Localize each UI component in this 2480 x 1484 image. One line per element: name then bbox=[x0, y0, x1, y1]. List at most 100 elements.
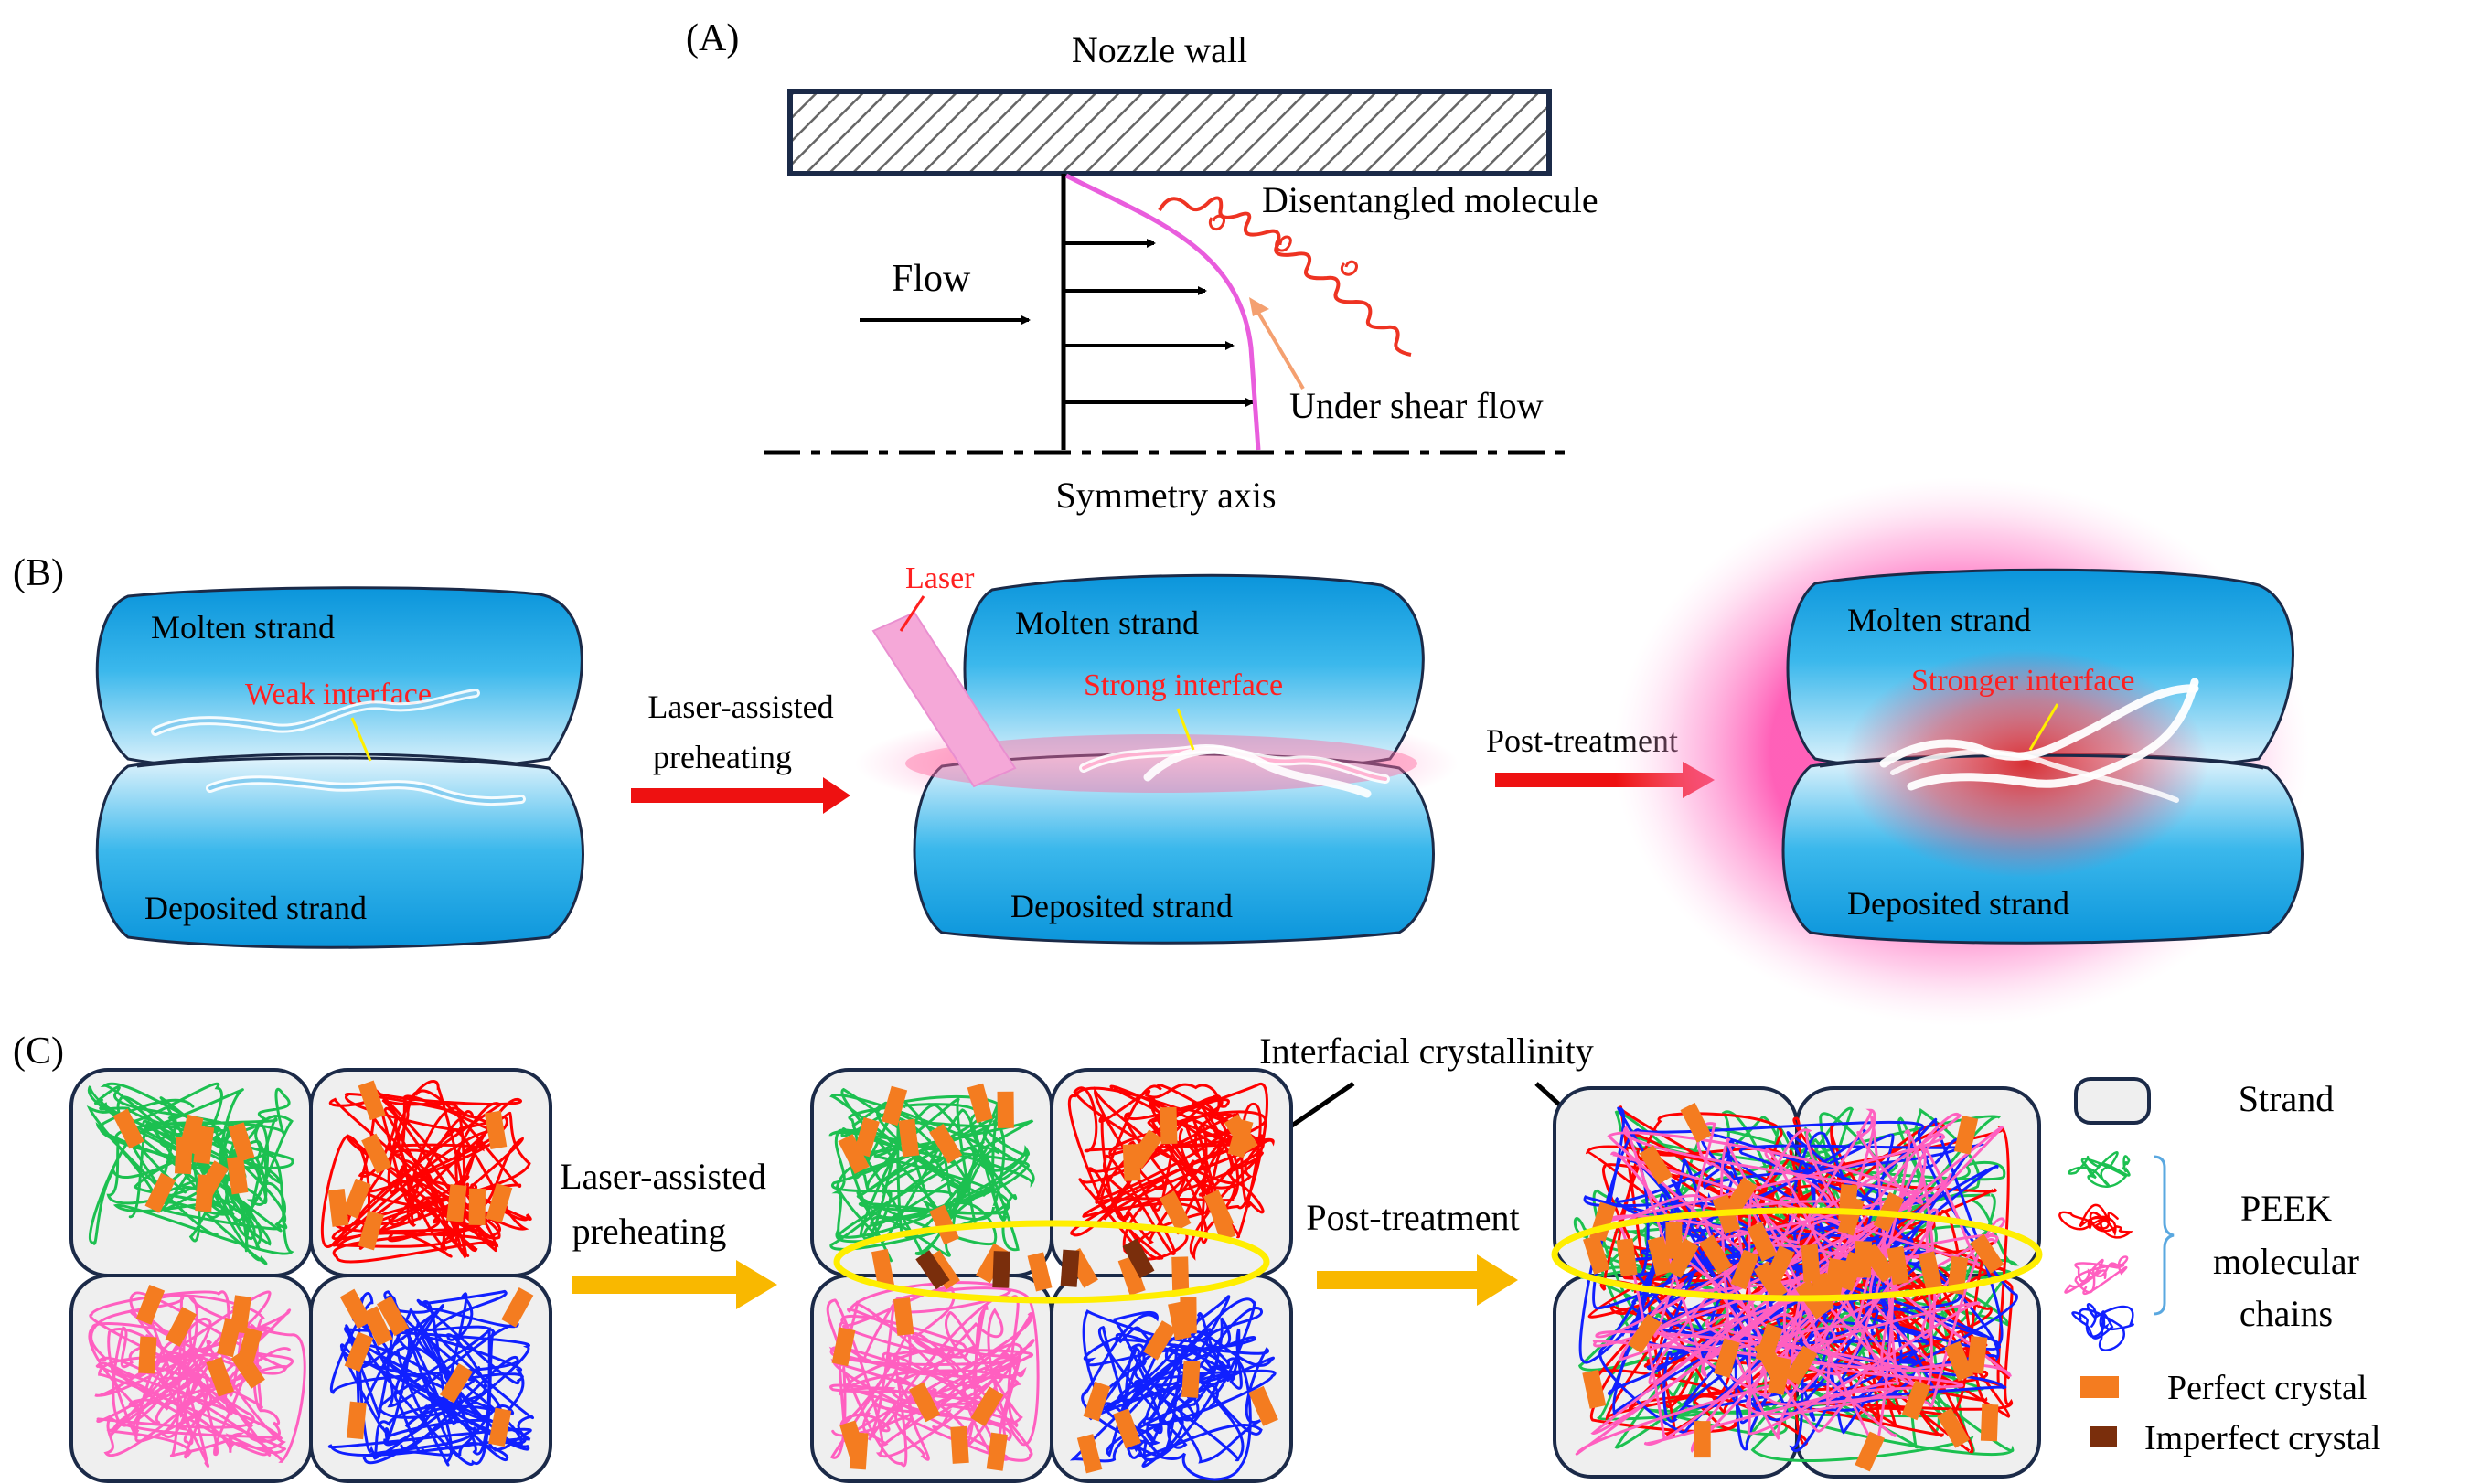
interface-gap-line bbox=[136, 756, 550, 770]
perfect-crystal bbox=[1918, 1251, 1942, 1291]
shear-pointer-head bbox=[1249, 297, 1269, 316]
legend-chain-swatches bbox=[2058, 1151, 2134, 1351]
perfect-crystal bbox=[1143, 1320, 1177, 1361]
perfect-crystal bbox=[1966, 1335, 1988, 1374]
perfect-crystal bbox=[1583, 1234, 1610, 1275]
molten-strand-label: Molten strand bbox=[151, 609, 335, 646]
imperfect-crystal bbox=[992, 1251, 1010, 1288]
perfect-crystal bbox=[327, 1188, 349, 1227]
legend-peek-line3: chains bbox=[2239, 1293, 2333, 1334]
perfect-crystal bbox=[831, 1327, 856, 1367]
interface-gap-line bbox=[1819, 753, 2264, 770]
strand-pair-laser: Laser Molten strand Deposited strand Str… bbox=[855, 561, 1459, 945]
perfect-crystal bbox=[347, 1401, 367, 1440]
perfect-crystal bbox=[1027, 1252, 1053, 1292]
perfect-crystal bbox=[1680, 1102, 1712, 1143]
perfect-crystal bbox=[358, 1080, 386, 1121]
symmetry-axis-label: Symmetry axis bbox=[1055, 475, 1276, 516]
perfect-crystal bbox=[501, 1287, 534, 1328]
perfect-crystal bbox=[1203, 1190, 1235, 1231]
perfect-crystal bbox=[1887, 1245, 1909, 1286]
legend-imperfect-crystal-swatch bbox=[2090, 1426, 2117, 1447]
c-step1-label-line2: preheating bbox=[572, 1211, 727, 1252]
perfect-crystal bbox=[206, 1356, 234, 1397]
interface-chain bbox=[1907, 678, 2199, 791]
legend-imperfect-crystal-label: Imperfect crystal bbox=[2144, 1419, 2380, 1457]
crystal-stage-initial bbox=[69, 1068, 552, 1483]
perfect-crystal bbox=[1901, 1380, 1931, 1421]
shear-pointer-arrow bbox=[1253, 304, 1305, 390]
interface-chain bbox=[208, 778, 523, 804]
interfacial-region-ellipse bbox=[1551, 1207, 2043, 1302]
legend: Strand PEEK molecular chains Perfect cry… bbox=[2058, 1077, 2380, 1457]
perfect-crystal bbox=[178, 1114, 204, 1154]
perfect-crystal bbox=[344, 1331, 374, 1372]
perfect-crystal bbox=[1970, 1233, 2004, 1274]
panel-c-label: (C) bbox=[13, 1030, 64, 1073]
perfect-crystal bbox=[950, 1425, 969, 1464]
nozzle-wall bbox=[787, 89, 1552, 176]
imperfect-crystal bbox=[1060, 1249, 1080, 1287]
perfect-crystal bbox=[195, 1174, 215, 1212]
legend-strand-label: Strand bbox=[2239, 1078, 2334, 1119]
perfect-crystal bbox=[929, 1204, 960, 1245]
perfect-crystal bbox=[1854, 1241, 1873, 1278]
perfect-crystal bbox=[138, 1336, 157, 1374]
perfect-crystal bbox=[112, 1108, 144, 1149]
peek-chain bbox=[2068, 1151, 2131, 1188]
c-step2-arrow bbox=[1317, 1254, 1518, 1306]
perfect-crystal bbox=[1823, 1257, 1846, 1297]
perfect-crystal bbox=[488, 1407, 512, 1447]
peek-chain bbox=[828, 1093, 1035, 1257]
perfect-crystal bbox=[893, 1297, 914, 1336]
deposited-strand-label: Deposited strand bbox=[1010, 888, 1233, 924]
perfect-crystal bbox=[1171, 1256, 1190, 1294]
step1-label-line1: Laser-assisted bbox=[647, 689, 833, 725]
perfect-crystal bbox=[986, 1432, 1008, 1471]
perfect-crystal bbox=[446, 1184, 467, 1222]
perfect-crystal bbox=[1855, 1431, 1886, 1472]
perfect-crystal bbox=[1159, 1190, 1192, 1232]
panel-b-label: (B) bbox=[13, 552, 64, 594]
perfect-crystal bbox=[1083, 1381, 1111, 1422]
perfect-crystal bbox=[1723, 1177, 1758, 1217]
perfect-crystal bbox=[929, 1124, 963, 1164]
perfect-crystal bbox=[838, 1134, 870, 1174]
molten-strand-label: Molten strand bbox=[1015, 604, 1199, 641]
perfect-crystal bbox=[1837, 1196, 1865, 1236]
perfect-crystal bbox=[898, 1118, 920, 1158]
perfect-crystal bbox=[1747, 1222, 1778, 1262]
perfect-crystal bbox=[1616, 1238, 1638, 1277]
panel-a-label: (A) bbox=[686, 17, 739, 59]
perfect-crystal bbox=[377, 1296, 410, 1337]
disentangled-molecule-curl bbox=[1209, 214, 1358, 276]
perfect-crystal bbox=[135, 1285, 166, 1325]
perfect-crystal bbox=[1665, 1222, 1683, 1259]
perfect-crystal bbox=[1627, 1313, 1662, 1354]
perfect-crystal bbox=[1582, 1369, 1607, 1409]
perfect-crystal bbox=[1694, 1421, 1711, 1458]
perfect-crystal bbox=[339, 1288, 373, 1329]
legend-strand-swatch bbox=[2074, 1077, 2151, 1125]
perfect-crystal bbox=[1754, 1340, 1786, 1380]
panel-a: (A) Nozzle wall Flow Disentangled molecu… bbox=[686, 17, 1598, 516]
deposited-strand-label: Deposited strand bbox=[144, 890, 367, 926]
perfect-crystal bbox=[853, 1116, 880, 1158]
interface-chain bbox=[154, 691, 477, 733]
perfect-crystal bbox=[871, 1248, 895, 1288]
peek-chain bbox=[86, 1082, 294, 1265]
molten-strand-label: Molten strand bbox=[1847, 602, 2031, 638]
strand-pair-post-treatment: Molten strand Deposited strand Stronger … bbox=[1614, 477, 2309, 1026]
perfect-crystal bbox=[468, 1188, 486, 1225]
peek-chain bbox=[1069, 1297, 1263, 1468]
laser-pointer bbox=[899, 595, 925, 632]
laser-label: Laser bbox=[905, 561, 975, 595]
perfect-crystal bbox=[361, 1133, 392, 1174]
legend-peek-line2: molecular bbox=[2213, 1241, 2359, 1282]
velocity-profile-curve bbox=[1064, 173, 1261, 451]
imperfect-crystal bbox=[915, 1250, 950, 1290]
c-step1-label-line1: Laser-assisted bbox=[560, 1156, 766, 1197]
perfect-crystal bbox=[1698, 1234, 1733, 1275]
legend-bracket bbox=[2153, 1155, 2175, 1316]
stronger-interface-pointer bbox=[2028, 703, 2059, 751]
